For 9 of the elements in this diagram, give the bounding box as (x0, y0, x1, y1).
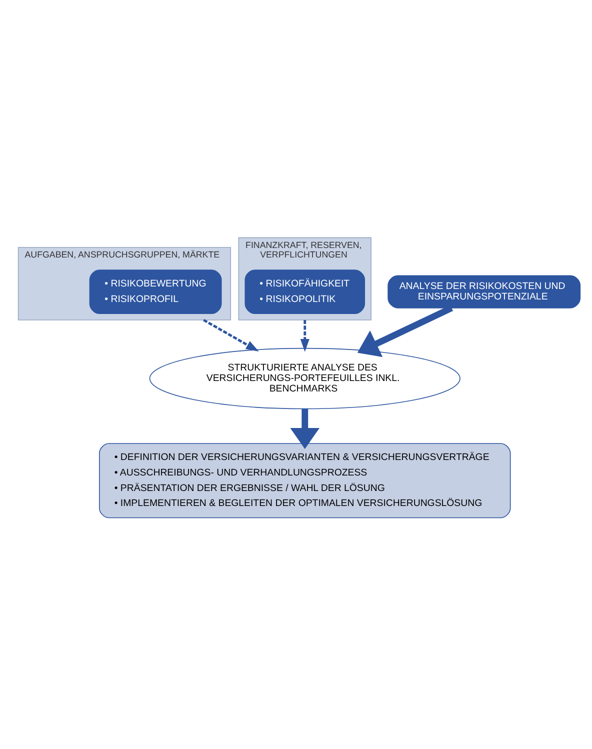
arrow (203, 318, 259, 352)
node-box: • DEFINITION DER VERSICHERUNGSVARIANTEN & VERSICHERUNGSVERTRÄGE • AUSSCHREIBUNGS- UND VERHANDLUNGSPROZESS • PRÄSENTATION DER ERGEBNISSE / WAHL DER LÖSUNG • IMPLEMENTIEREN & BEGLEITEN DER OPTIMALEN VERSICHERUNGSLÖSUNG (99, 443, 511, 518)
node-box: • RISIKOFÄHIGKEIT • RISIKOPOLITIK (244, 270, 366, 314)
node-box: • RISIKOBEWERTUNG • RISIKOPROFIL (89, 270, 222, 314)
node-ellipse: STRUKTURIERTE ANALYSE DES VERSICHERUNGS-PORTEFEUILLES INKL. BENCHMARKS (149, 348, 460, 410)
arrow (290, 408, 320, 449)
arrow (357, 305, 454, 358)
node-box: ANALYSE DER RISIKOKOSTEN UND EINSPARUNGSPOTENZIALE (388, 275, 581, 308)
arrow (300, 320, 310, 352)
